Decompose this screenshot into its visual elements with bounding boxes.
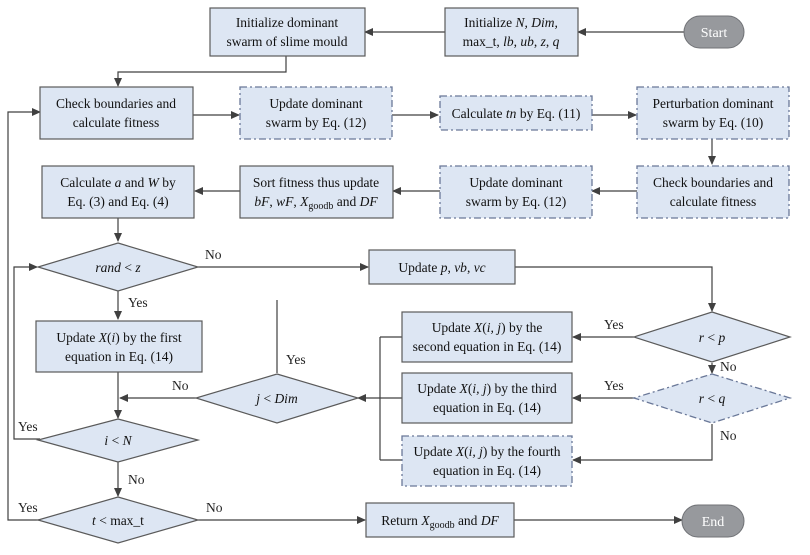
svg-text:Update dominant: Update dominant xyxy=(269,96,363,111)
node-update-xij-second: Update X(i, j) by the second equation in… xyxy=(401,311,573,363)
svg-text:Calculate tn by Eq. (11): Calculate tn by Eq. (11) xyxy=(452,106,581,121)
svg-text:r < p: r < p xyxy=(699,330,726,345)
decision-r-lt-p: r < p xyxy=(632,311,792,363)
svg-text:Update dominant: Update dominant xyxy=(469,175,563,190)
label-rand-no: No xyxy=(205,247,222,262)
edge-swarm-to-check xyxy=(114,55,287,87)
svg-text:t < max_t: t < max_t xyxy=(92,513,144,528)
label-jdim-yes: Yes xyxy=(286,352,306,367)
node-initialize-params: Initialize N, Dim, max_t, lb, ub, z, q xyxy=(444,7,579,57)
edges xyxy=(7,28,716,524)
svg-text:second equation in Eq. (14): second equation in Eq. (14) xyxy=(413,339,562,354)
svg-text:max_t, lb, ub, z, q: max_t, lb, ub, z, q xyxy=(463,34,560,49)
decision-t-lt-max-t: t < max_t xyxy=(35,496,201,544)
node-check-boundaries-1: Check boundaries and calculate fitness xyxy=(39,86,194,140)
node-update-dominant-1: Update dominant swarm by Eq. (12) xyxy=(239,86,393,140)
edge-pvb-to-rp xyxy=(515,266,716,312)
start-label: Start xyxy=(701,26,728,41)
svg-text:i < N: i < N xyxy=(104,433,132,448)
node-calculate-a-w: Calculate a and W by Eq. (3) and Eq. (4) xyxy=(41,165,195,219)
node-initialize-swarm: Initialize dominant swarm of slime mould xyxy=(209,7,366,57)
label-tmax-yes: Yes xyxy=(18,500,38,515)
decision-rand-lt-z: rand < z xyxy=(35,242,201,292)
svg-text:r < q: r < q xyxy=(699,391,726,406)
svg-text:equation in Eq. (14): equation in Eq. (14) xyxy=(433,400,541,415)
svg-text:Initialize N, Dim,: Initialize N, Dim, xyxy=(464,15,558,30)
svg-text:Eq. (3) and Eq. (4): Eq. (3) and Eq. (4) xyxy=(67,194,168,209)
node-update-p-vb-vc: Update p, vb, vc xyxy=(368,249,516,285)
edge-rq-no xyxy=(572,424,713,464)
node-update-xij-fourth: Update X(i, j) by the fourth equation in… xyxy=(401,435,573,487)
node-update-xij-third: Update X(i, j) by the third equation in … xyxy=(401,372,573,424)
svg-text:swarm by Eq. (10): swarm by Eq. (10) xyxy=(663,115,763,130)
svg-text:Check boundaries and: Check boundaries and xyxy=(653,175,773,190)
svg-text:Initialize dominant: Initialize dominant xyxy=(236,15,339,30)
svg-text:Calculate a and W by: Calculate a and W by xyxy=(60,175,176,190)
svg-text:bF, wF, Xgoodb and DF: bF, wF, Xgoodb and DF xyxy=(254,194,378,212)
label-rand-yes: Yes xyxy=(128,295,148,310)
node-perturbation: Perturbation dominant swarm by Eq. (10) xyxy=(636,86,790,140)
svg-text:Return Xgoodb and DF: Return Xgoodb and DF xyxy=(381,513,499,531)
svg-text:Perturbation dominant: Perturbation dominant xyxy=(652,96,773,111)
decision-i-lt-n: i < N xyxy=(35,418,201,463)
node-calculate-tn: Calculate tn by Eq. (11) xyxy=(439,95,593,131)
label-rp-no: No xyxy=(720,359,737,374)
decision-r-lt-q: r < q xyxy=(631,373,793,424)
svg-text:swarm of slime mould: swarm of slime mould xyxy=(226,34,347,49)
svg-text:Update X(i) by the first: Update X(i) by the first xyxy=(56,330,181,345)
svg-text:Update p, vb, vc: Update p, vb, vc xyxy=(398,260,485,275)
decision-j-lt-dim: j < Dim xyxy=(193,373,361,424)
node-return: Return Xgoodb and DF xyxy=(365,502,515,538)
svg-text:Sort fitness thus update: Sort fitness thus update xyxy=(253,175,379,190)
svg-text:rand < z: rand < z xyxy=(95,260,141,275)
svg-text:j < Dim: j < Dim xyxy=(254,391,298,406)
node-update-dominant-2: Update dominant swarm by Eq. (12) xyxy=(439,165,593,219)
label-tmax-no: No xyxy=(206,500,223,515)
svg-text:swarm by Eq. (12): swarm by Eq. (12) xyxy=(266,115,366,130)
label-rq-yes: Yes xyxy=(604,378,624,393)
label-jdim-no: No xyxy=(172,378,189,393)
edge-tmax-yes xyxy=(7,108,41,521)
svg-text:swarm by Eq. (12): swarm by Eq. (12) xyxy=(466,194,566,209)
end-terminal: End xyxy=(681,504,745,538)
end-label: End xyxy=(702,515,725,530)
svg-text:calculate fitness: calculate fitness xyxy=(670,194,757,209)
node-update-xi: Update X(i) by the first equation in Eq.… xyxy=(35,320,203,373)
start-terminal: Start xyxy=(683,15,745,49)
label-in-no: No xyxy=(128,472,145,487)
svg-text:calculate fitness: calculate fitness xyxy=(73,115,160,130)
node-sort-fitness: Sort fitness thus update bF, wF, Xgoodb … xyxy=(239,165,394,219)
label-rp-yes: Yes xyxy=(604,317,624,332)
svg-text:equation in Eq. (14): equation in Eq. (14) xyxy=(433,463,541,478)
svg-text:Update X(i, j) by the third: Update X(i, j) by the third xyxy=(417,381,557,396)
label-rq-no: No xyxy=(720,428,737,443)
edge-in-yes xyxy=(13,263,40,440)
svg-text:Update X(i, j) by the fourth: Update X(i, j) by the fourth xyxy=(414,444,561,459)
label-in-yes: Yes xyxy=(18,419,38,434)
svg-text:equation in Eq. (14): equation in Eq. (14) xyxy=(65,349,173,364)
svg-text:Check boundaries and: Check boundaries and xyxy=(56,96,176,111)
node-check-boundaries-2: Check boundaries and calculate fitness xyxy=(636,165,790,219)
svg-text:Update X(i, j) by the: Update X(i, j) by the xyxy=(432,320,543,335)
